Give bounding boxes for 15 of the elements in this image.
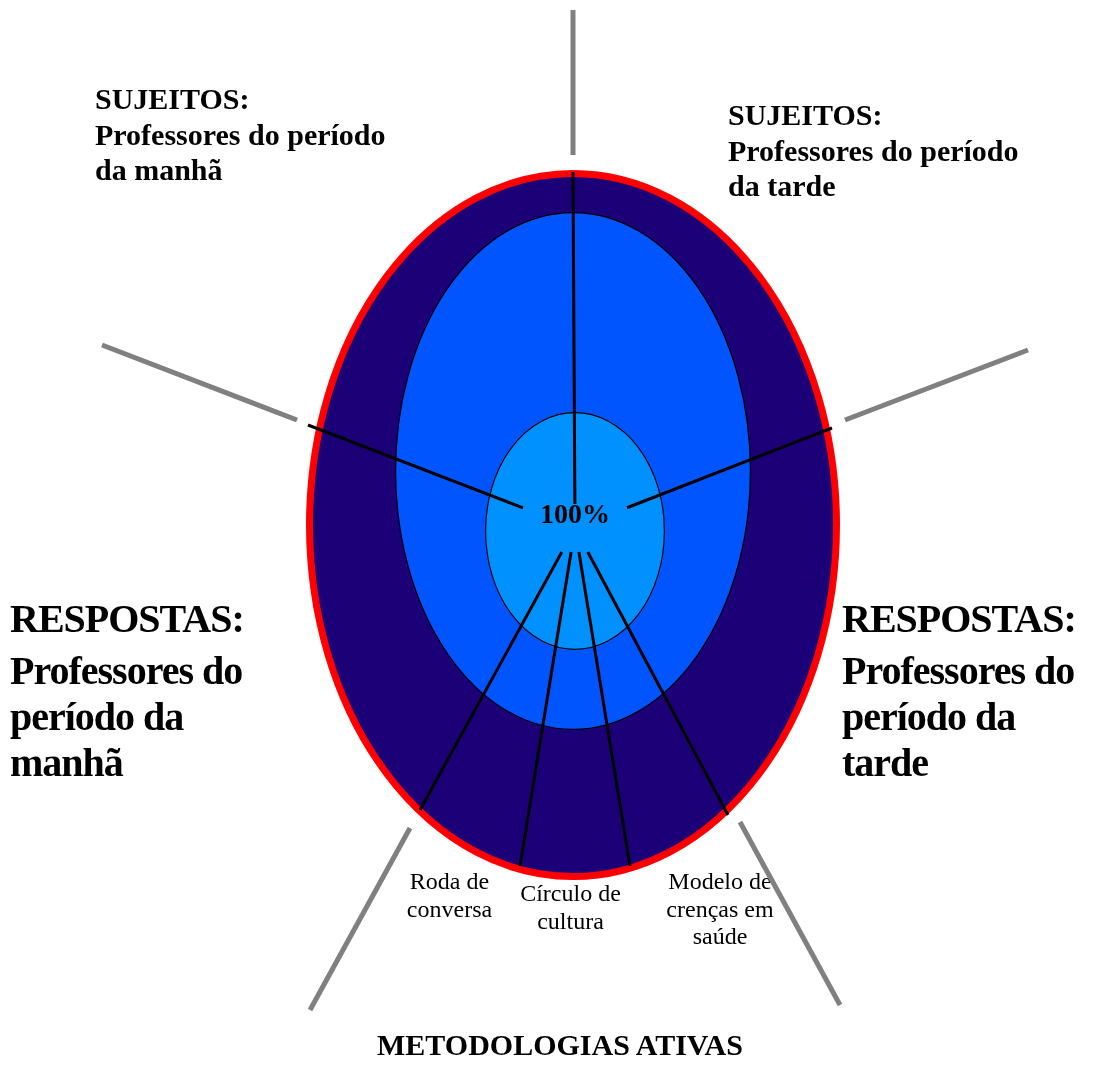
section-heading: RESPOSTAS:	[842, 596, 1077, 642]
category-label: Modelo de crenças em saúde	[665, 868, 775, 951]
percentage-label: 100%	[540, 498, 610, 531]
section-heading: RESPOSTAS:	[10, 596, 245, 642]
section-text: Professores do período da manhã	[95, 118, 387, 187]
section-heading: SUJEITOS:	[95, 82, 251, 117]
section-heading: METODOLOGIAS ATIVAS	[376, 1028, 744, 1063]
section-text: Professores do período da tarde	[728, 134, 1020, 203]
middle-ring	[395, 212, 751, 730]
section-text: Professores do período da tarde	[842, 648, 1076, 786]
section-heading: SUJEITOS:	[728, 98, 884, 133]
category-label: Círculo de cultura	[519, 880, 622, 936]
category-label: Roda de conversa	[405, 868, 494, 924]
center-circle	[485, 412, 665, 650]
section-text: Professores do período da manhã	[10, 648, 244, 786]
